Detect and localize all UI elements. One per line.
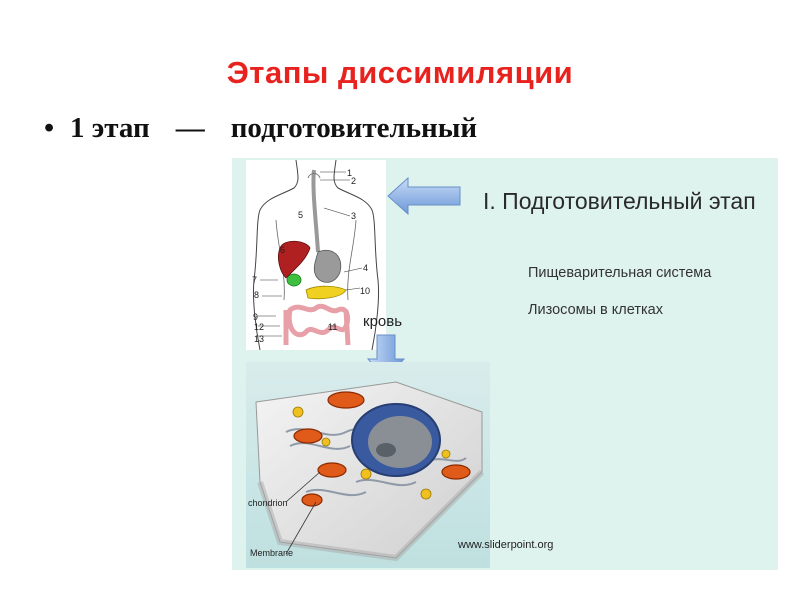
mitochondrion-caption: chondrion	[248, 498, 288, 508]
anatomy-number-11: 11	[328, 322, 338, 332]
anatomy-number-8: 8	[254, 290, 260, 300]
anatomy-number-1: 1	[347, 168, 353, 178]
membrane-caption: Membrane	[250, 548, 294, 558]
watermark: www.sliderpoint.org	[458, 539, 554, 551]
note-lysosomes: Лизосомы в клетках	[528, 302, 663, 318]
stage-dash: —	[175, 112, 205, 144]
anatomy-number-9: 9	[253, 312, 259, 322]
bullet-dot: •	[44, 112, 55, 144]
left-arrow-icon	[387, 176, 461, 216]
anatomy-number-12: 12	[254, 322, 265, 332]
anatomy-number-6: 6	[280, 245, 286, 255]
slide-title: Этапы диссимиляции	[226, 55, 574, 90]
anatomy-number-7: 7	[252, 275, 258, 285]
anatomy-number-4: 4	[363, 263, 369, 273]
anatomy-number-5: 5	[298, 210, 304, 220]
blood-label: кровь	[363, 313, 403, 330]
anatomy-number-10: 10	[360, 286, 371, 296]
anatomy-number-3: 3	[351, 211, 357, 221]
bullet-line: • 1 этап — подготовительный	[44, 112, 477, 145]
anatomy-number-13: 13	[254, 334, 265, 344]
cell-illustration	[246, 362, 490, 568]
stage-heading: I. Подготовительный этап	[483, 188, 756, 214]
stage-number: 1 этап	[70, 112, 150, 144]
digestive-system-figure	[246, 160, 386, 350]
anatomy-number-2: 2	[351, 176, 357, 186]
stage-name: подготовительный	[230, 112, 478, 144]
note-digestive-system: Пищеварительная система	[528, 265, 712, 281]
